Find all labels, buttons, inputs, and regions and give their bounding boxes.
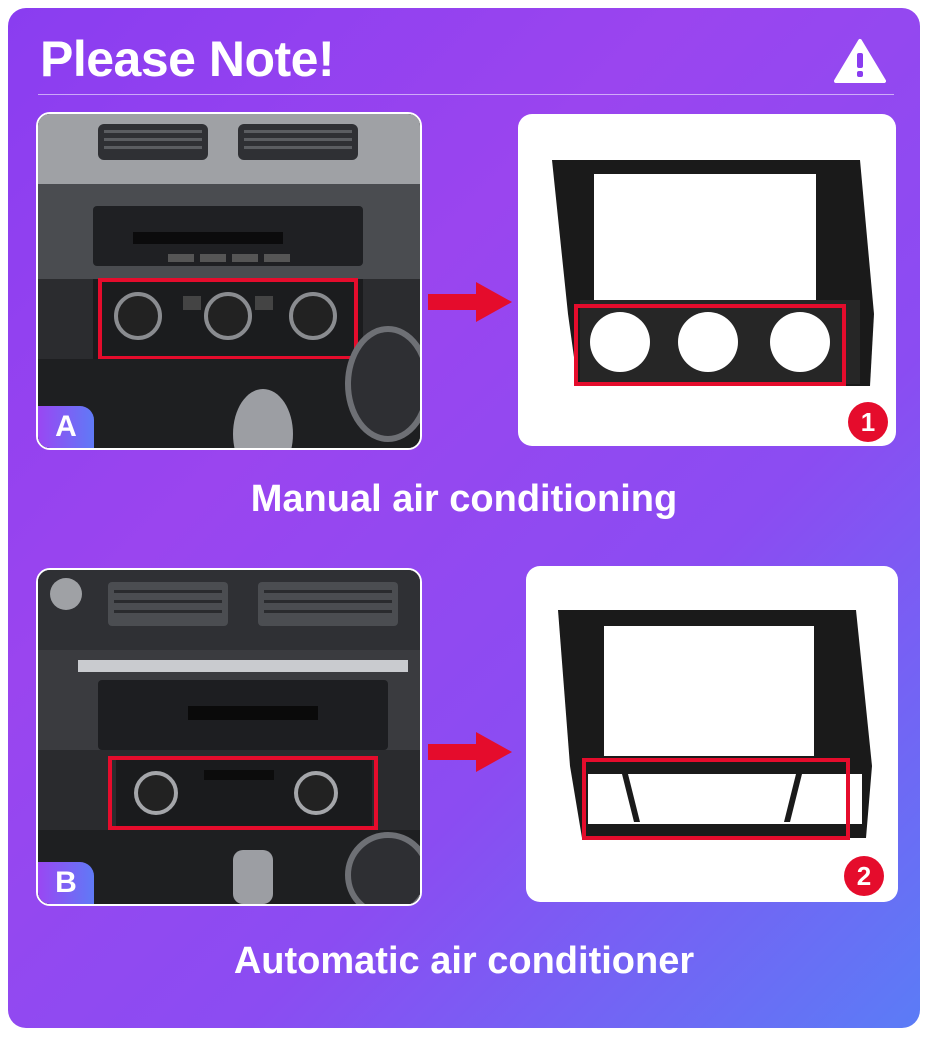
section-number-2: 2	[844, 856, 884, 896]
arrow-right-icon	[428, 732, 512, 772]
title-divider	[38, 94, 894, 95]
arrow-right-icon	[428, 282, 512, 322]
note-card: Please Note!	[8, 8, 920, 1028]
section-label-a: A	[38, 406, 94, 448]
manual-ac-dashboard-photo: A	[36, 112, 422, 450]
section-number-1: 1	[848, 402, 888, 442]
automatic-ac-caption: Automatic air conditioner	[233, 940, 695, 982]
manual-ac-frame-panel: 1	[518, 114, 896, 446]
manual-ac-caption: Manual air conditioning	[250, 478, 678, 520]
warning-icon	[834, 39, 886, 83]
page-title: Please Note!	[40, 31, 335, 87]
automatic-ac-frame-panel: 2	[526, 566, 898, 902]
section-label-b: B	[38, 862, 94, 904]
automatic-ac-dashboard-photo: B	[36, 568, 422, 906]
